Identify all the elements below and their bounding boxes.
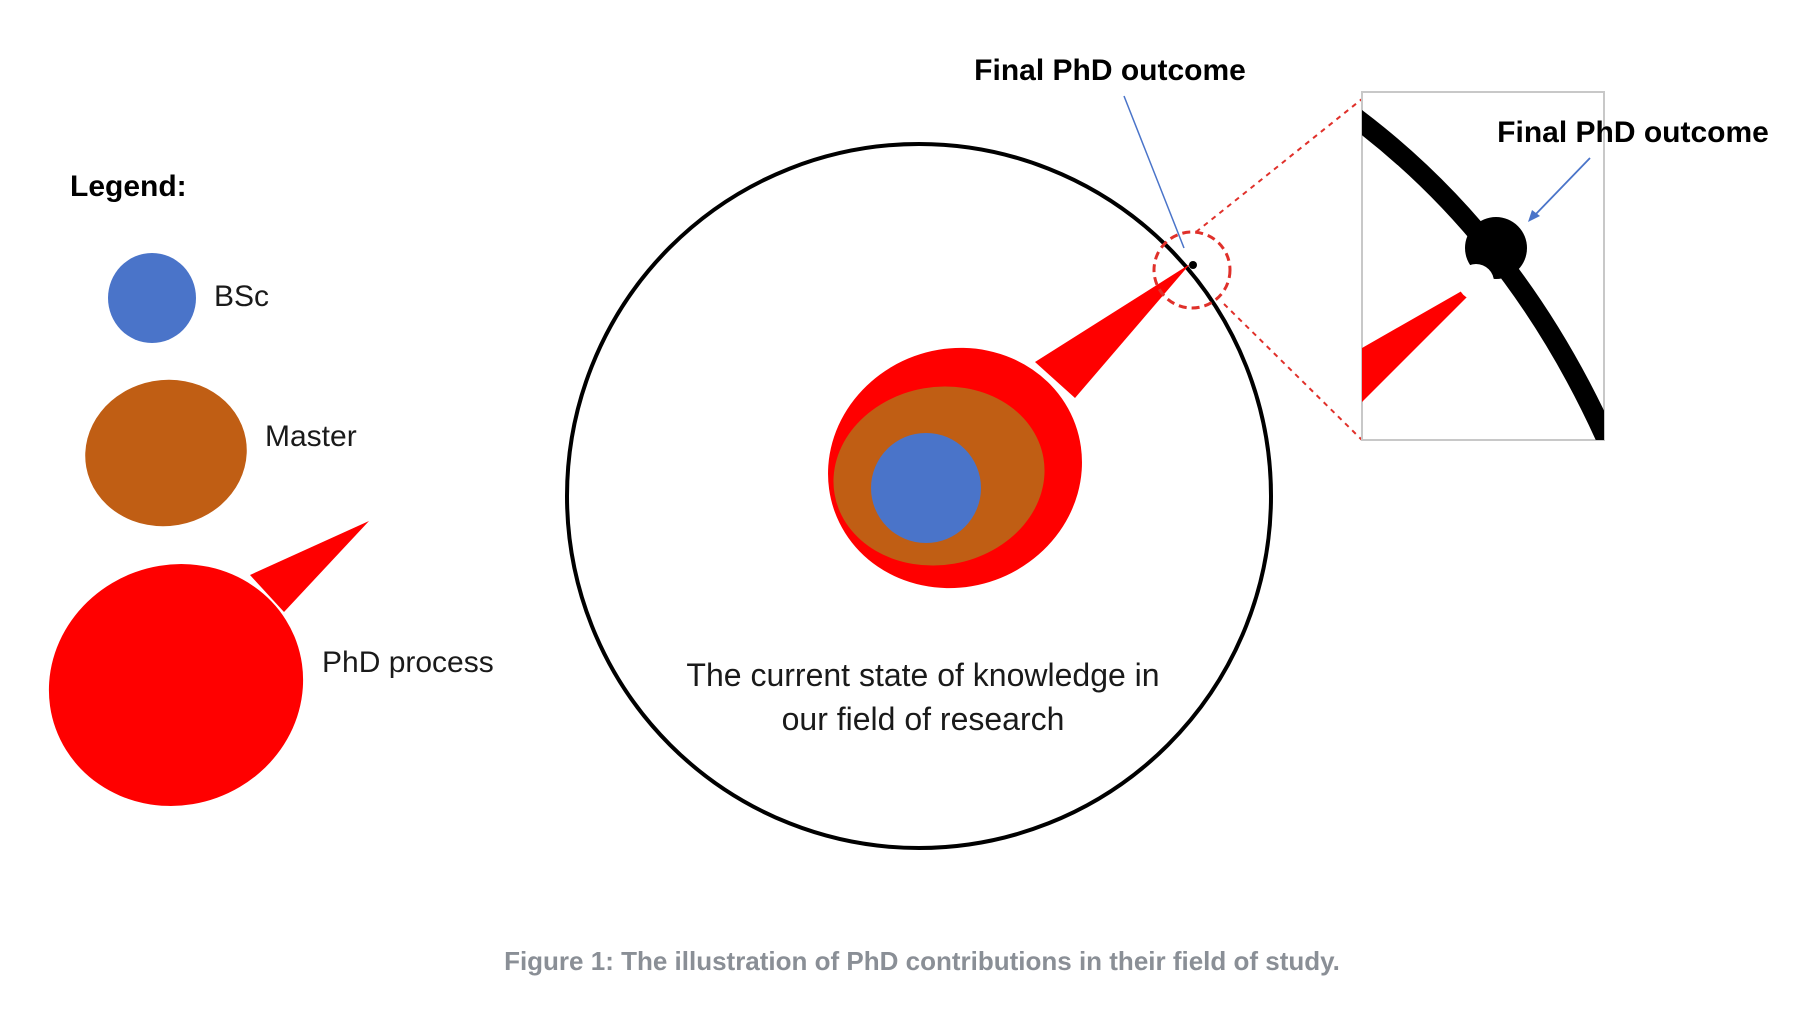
legend-master-swatch [85,379,247,527]
outcome-marker: Final PhD outcome [974,54,1246,310]
zoom-outcome-bump [1465,217,1527,279]
outcome-pointer-line [1123,95,1185,249]
zoom-phd-tip [1362,276,1488,402]
zoom-outcome-label: Final PhD outcome [1497,116,1769,149]
zoom-pointer-arrowhead [1528,210,1540,222]
figure-caption: Figure 1: The illustration of PhD contri… [504,946,1340,976]
zoom-inset: Final PhD outcome [1361,91,1769,441]
bsc-shape [871,433,981,543]
legend-phd-label: PhD process [322,646,494,679]
legend-bsc-swatch [108,253,196,343]
knowledge-field: The current state of knowledge in our fi… [565,142,1273,850]
knowledge-boundary-circle [565,142,1273,850]
legend-bsc-label: BSc [214,280,269,313]
legend-title: Legend: [70,170,187,203]
circle-caption-line-1: The current state of knowledge in [686,657,1159,693]
legend-phd-swatch [48,521,369,806]
legend: Legend: BSc Master PhD process [48,170,494,806]
outcome-label: Final PhD outcome [974,54,1246,87]
outcome-highlight-circle [1152,230,1232,310]
outcome-dot [1189,261,1197,269]
circle-caption-line-2: our field of research [782,701,1065,737]
zoom-pointer-line [1533,157,1591,217]
legend-master-label: Master [265,420,357,453]
zoom-connectors [1195,98,1363,441]
zoom-notch [1458,264,1494,300]
